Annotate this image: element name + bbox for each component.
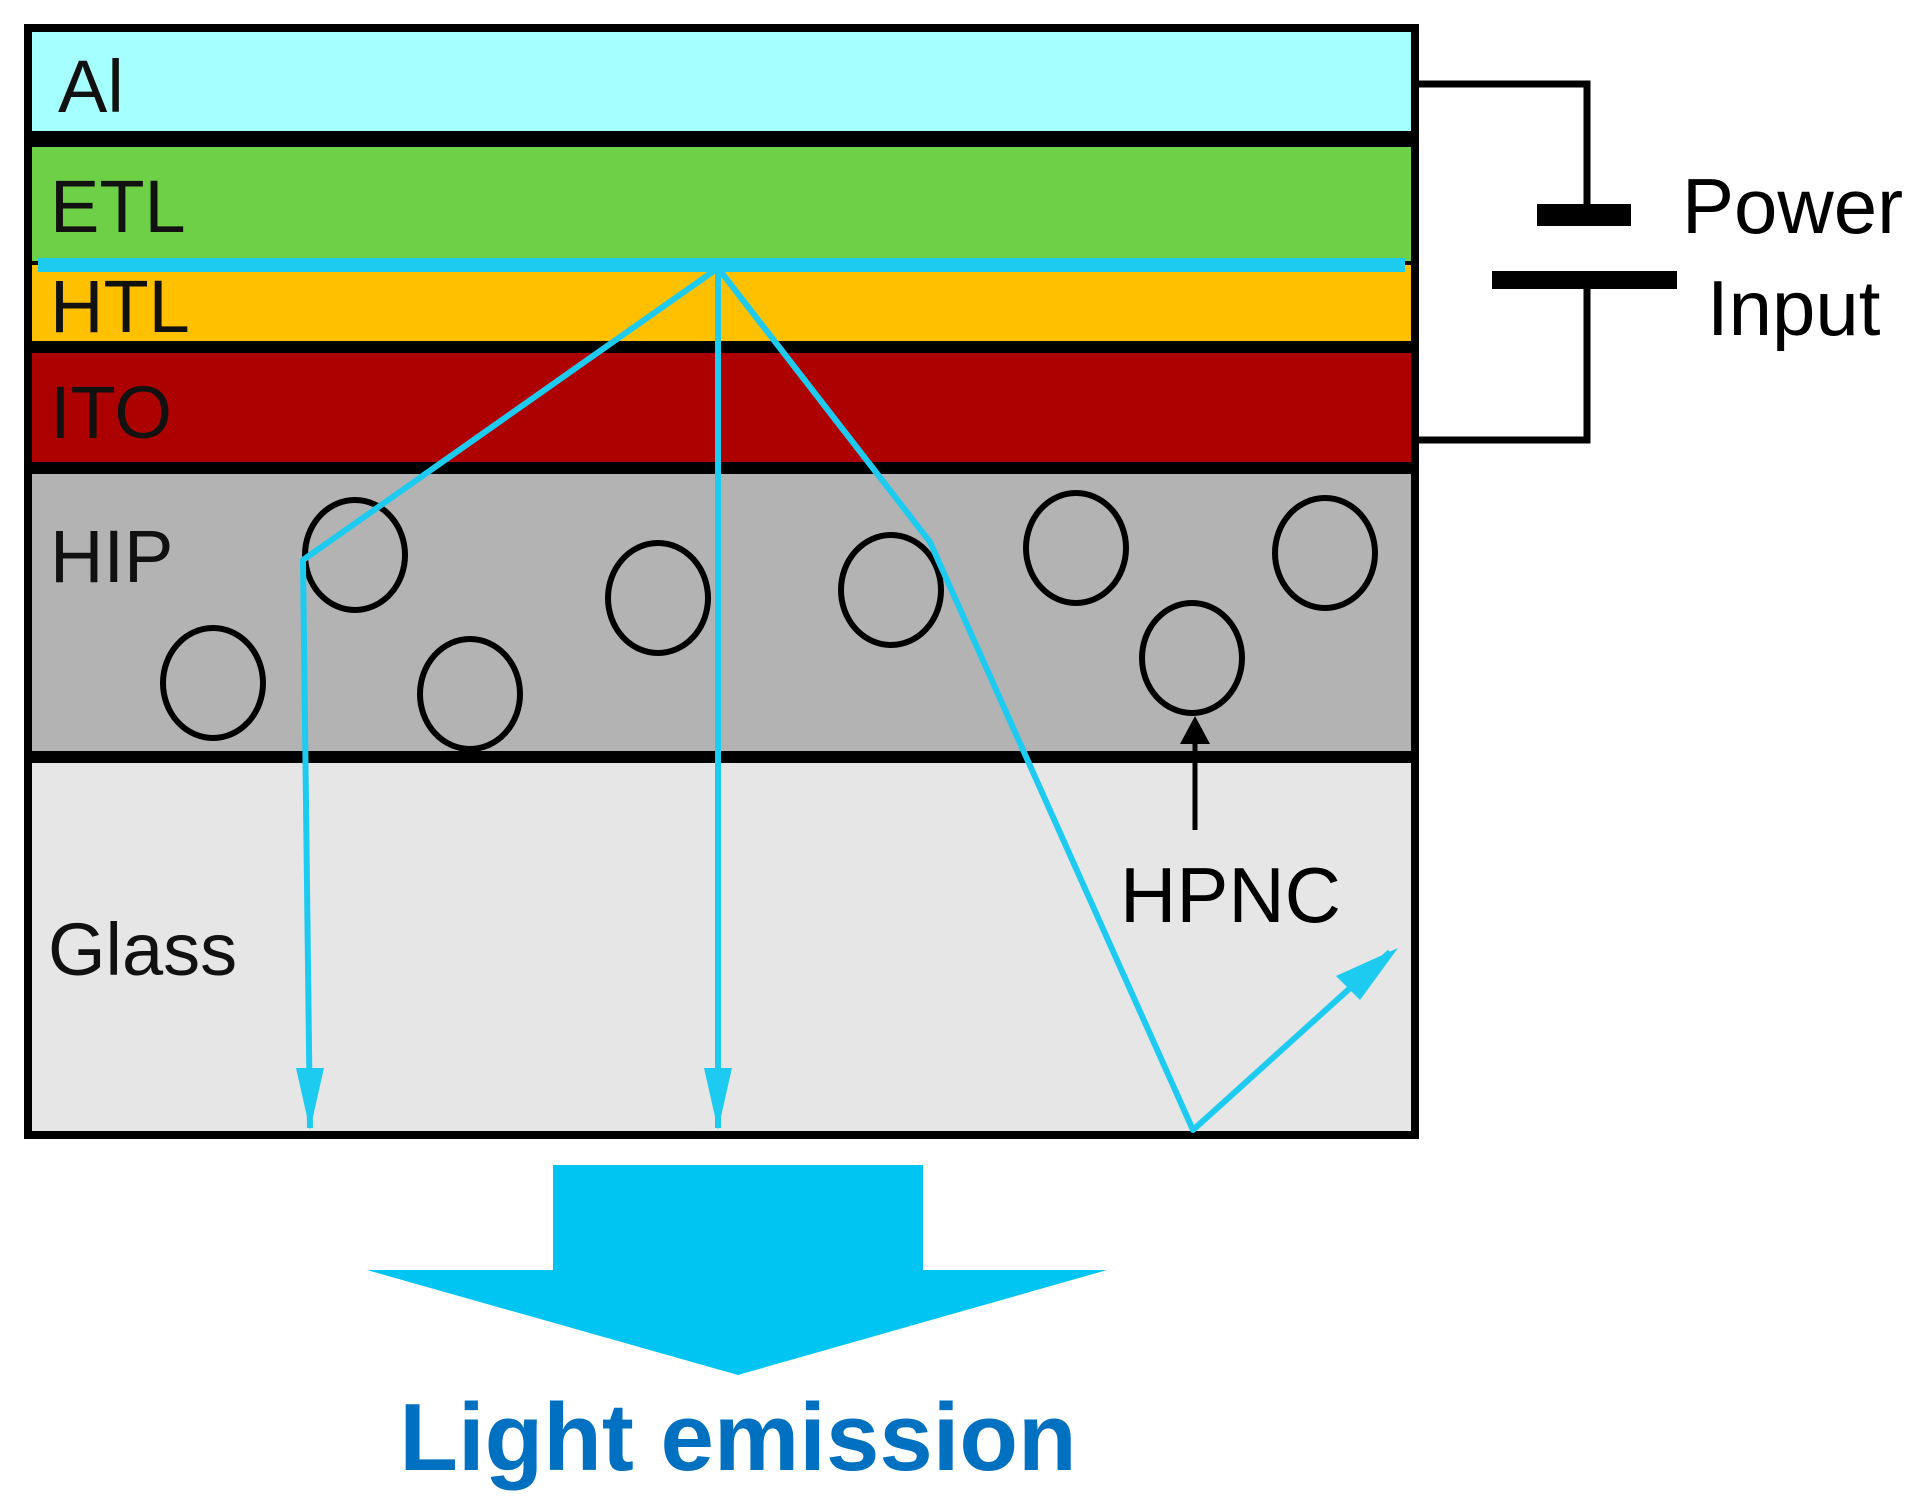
light-emission-arrow bbox=[367, 1165, 1107, 1375]
battery-plate-long bbox=[1492, 271, 1677, 289]
layer-label-hip: HIP bbox=[50, 515, 173, 598]
layer-htl bbox=[28, 265, 1415, 345]
nanocrystal bbox=[1139, 600, 1245, 716]
hpnc-label: HPNC bbox=[1120, 851, 1341, 939]
layer-label-htl: HTL bbox=[50, 265, 190, 348]
nanocrystal bbox=[605, 540, 711, 656]
nanocrystal bbox=[1023, 490, 1129, 606]
nanocrystal bbox=[838, 532, 944, 648]
hpnc-pointer-arrowhead bbox=[1180, 716, 1210, 744]
power-label-line2: Input bbox=[1707, 264, 1881, 352]
power-label-line1: Power bbox=[1682, 162, 1903, 250]
power-wire-top bbox=[1415, 80, 1591, 210]
layer-ito bbox=[24, 345, 1419, 470]
layer-label-etl: ETL bbox=[50, 165, 186, 248]
ray-left-arrowhead bbox=[296, 1068, 324, 1130]
nanocrystal bbox=[417, 636, 523, 752]
ray-left-scattered bbox=[300, 265, 720, 1129]
nanocrystal bbox=[160, 625, 266, 741]
power-wire-bottom bbox=[1415, 282, 1591, 444]
power-circuit bbox=[1415, 80, 1591, 444]
nanocrystal bbox=[1272, 495, 1378, 611]
layer-label-ito: ITO bbox=[50, 371, 172, 454]
layer-etl bbox=[24, 139, 1419, 269]
battery-plate-short bbox=[1537, 204, 1631, 226]
layer-label-al: Al bbox=[58, 45, 124, 128]
light-emission-label: Light emission bbox=[399, 1384, 1076, 1491]
layer-label-glass: Glass bbox=[48, 908, 237, 991]
ray-right-arrowhead bbox=[1336, 948, 1398, 1000]
layer-al bbox=[24, 24, 1419, 139]
ray-arrowheads bbox=[296, 948, 1398, 1130]
ray-right-scattered bbox=[715, 266, 1393, 1133]
ray-center-arrowhead bbox=[704, 1068, 732, 1130]
light-rays bbox=[300, 265, 1393, 1133]
